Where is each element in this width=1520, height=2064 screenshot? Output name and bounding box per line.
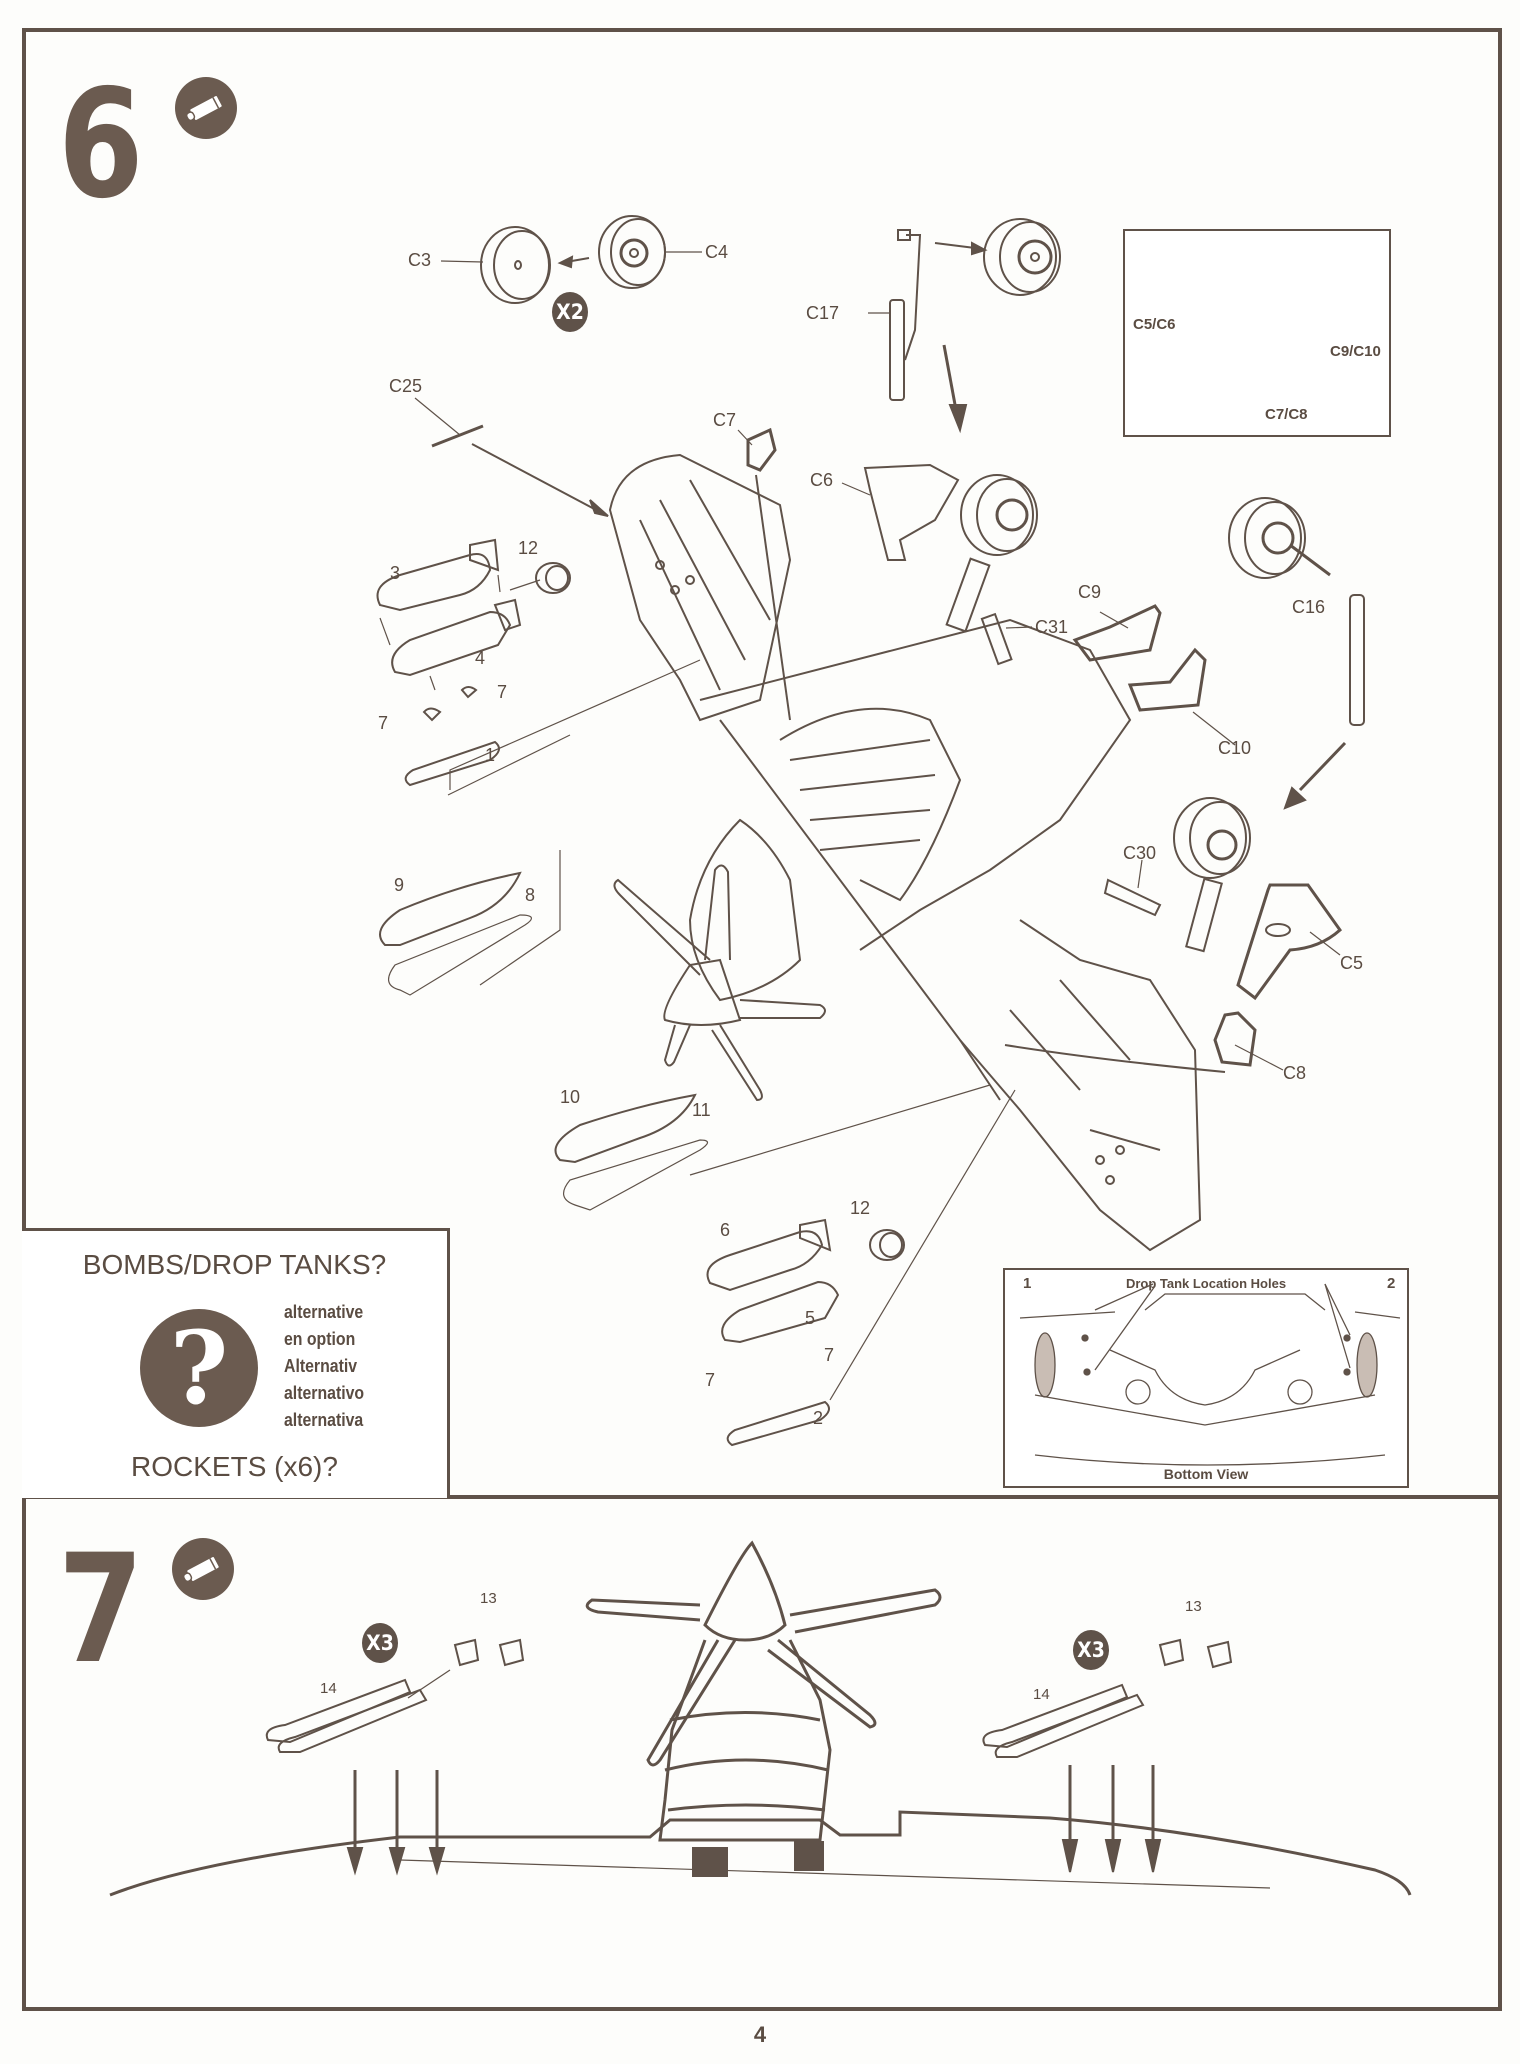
label-c17: C17: [806, 303, 840, 323]
label-c9: C9: [1078, 582, 1102, 602]
bottom-view-drawing: [1019, 1283, 1401, 1466]
alt-lang-es: alternativo: [284, 1383, 365, 1403]
wheel-c3: [480, 226, 551, 304]
inset-label-c7-c8: C7/C8: [1265, 406, 1308, 423]
label-part-10: 10: [560, 1087, 581, 1107]
inset-label-c5-c6: C5/C6: [1133, 316, 1176, 333]
drop-tank-group-lower: [706, 1218, 905, 1447]
label-part-6: 6: [720, 1220, 731, 1240]
wheel-c4: [598, 215, 666, 289]
part-c9: [1072, 604, 1162, 662]
label-part-12-upper: 12: [518, 538, 539, 558]
wing-front-view: [109, 1810, 1412, 1897]
quantity-badge-x3-right: X3: [1073, 1630, 1109, 1670]
label-part-12-lower: 12: [850, 1198, 871, 1218]
label-part-14-right: 14: [1033, 1686, 1050, 1703]
label-part-3: 3: [390, 563, 401, 583]
quantity-badge-x2: X2: [552, 292, 588, 332]
alt-title-bombs: BOMBS/DROP TANKS?: [82, 1249, 387, 1280]
strut-c16: [1349, 594, 1365, 726]
label-c4: C4: [705, 242, 729, 262]
part-c31: [980, 612, 1013, 666]
label-c10: C10: [1218, 738, 1252, 758]
label-c6: C6: [810, 470, 834, 490]
label-part-9: 9: [394, 875, 405, 895]
label-part-8: 8: [525, 885, 536, 905]
cement-tube-icon: [175, 77, 237, 139]
part-c7: [746, 427, 777, 472]
alt-subtitle-rockets: ROCKETS (x6)?: [131, 1451, 338, 1482]
drop-tank-9-8: [379, 871, 532, 996]
bottom-view-inset: Drop Tank Location Holes 1 2 Bottom View: [1003, 1268, 1409, 1488]
page-number: 4: [753, 2022, 767, 2047]
part-c10: [1127, 647, 1207, 712]
gear-detail-inset: C5/C6 C9/C10 C7/C8: [1123, 229, 1391, 437]
part-c25: [431, 424, 484, 448]
label-part-7-upper-left: 7: [378, 713, 389, 733]
rocket-group-right: [982, 1638, 1233, 1758]
bottom-view-marker-2: 2: [1387, 1275, 1396, 1292]
aircraft-fuselage-and-wing: [608, 453, 1202, 1252]
alternative-options-box: BOMBS/DROP TANKS? ? alternative en optio…: [22, 1228, 450, 1498]
propeller-front-view: [585, 1540, 942, 1842]
label-c8: C8: [1283, 1063, 1307, 1083]
question-mark-icon: ?: [140, 1309, 258, 1427]
label-c16: C16: [1292, 597, 1326, 617]
strut-c17: [889, 229, 922, 401]
step-6-number: 6: [58, 58, 144, 232]
drop-tank-10-11: [554, 1093, 709, 1211]
label-c5: C5: [1340, 953, 1364, 973]
label-part-2: 2: [813, 1408, 824, 1428]
label-part-11: 11: [692, 1100, 711, 1120]
propeller-step6: [613, 864, 826, 1102]
main-wheel-c30: [1173, 797, 1251, 879]
step-divider: [22, 1495, 1502, 1499]
part-c8: [1213, 1011, 1257, 1067]
alt-language-list: alternative en option Alternativ alterna…: [284, 1299, 364, 1434]
bottom-view-caption: Bottom View: [1163, 1466, 1249, 1482]
label-c7: C7: [713, 410, 737, 430]
label-c25: C25: [389, 376, 423, 396]
quantity-badge-x3-left: X3: [362, 1623, 398, 1663]
label-part-13-left: 13: [480, 1590, 497, 1607]
arrow-c17-to-wheel: [934, 242, 976, 249]
label-c30: C30: [1123, 843, 1157, 863]
rocket-group-left: [265, 1638, 525, 1753]
alt-lang-en: alternative: [284, 1302, 364, 1322]
label-part-5: 5: [805, 1308, 816, 1328]
label-part-4: 4: [475, 648, 486, 668]
strut-main-left: [945, 557, 991, 633]
label-c3: C3: [408, 250, 432, 270]
cement-tube-icon: [172, 1538, 234, 1600]
part-c5: [1236, 883, 1342, 1001]
part-c6: [863, 463, 960, 561]
page-frame: [22, 28, 1502, 2011]
main-wheel-left: [960, 474, 1038, 556]
label-part-7-lower-left: 7: [705, 1370, 716, 1390]
tail-wheel: [983, 218, 1061, 296]
alt-lang-de: Alternativ: [284, 1356, 358, 1376]
label-part-7-upper-right: 7: [497, 682, 508, 702]
alt-lang-it: alternativa: [284, 1410, 364, 1430]
drop-tank-group-upper: [376, 538, 571, 787]
label-c31: C31: [1035, 617, 1069, 637]
bottom-view-marker-1: 1: [1023, 1275, 1032, 1292]
label-part-13-right: 13: [1185, 1598, 1202, 1615]
label-part-7-lower-right: 7: [824, 1345, 835, 1365]
label-part-14-left: 14: [320, 1680, 337, 1697]
part-c30: [1103, 878, 1162, 917]
main-wheel-right: [1228, 497, 1306, 579]
alt-lang-fr: en option: [284, 1329, 356, 1349]
inset-label-c9-c10: C9/C10: [1330, 343, 1381, 360]
rocket-location-arrows: [346, 1765, 1162, 1876]
label-part-1: 1: [485, 745, 496, 765]
step-7-number: 7: [58, 1523, 144, 1697]
drop-tank-holes-heading: Drop Tank Location Holes: [1125, 1276, 1287, 1291]
strut-c30-gear: [1185, 877, 1223, 953]
